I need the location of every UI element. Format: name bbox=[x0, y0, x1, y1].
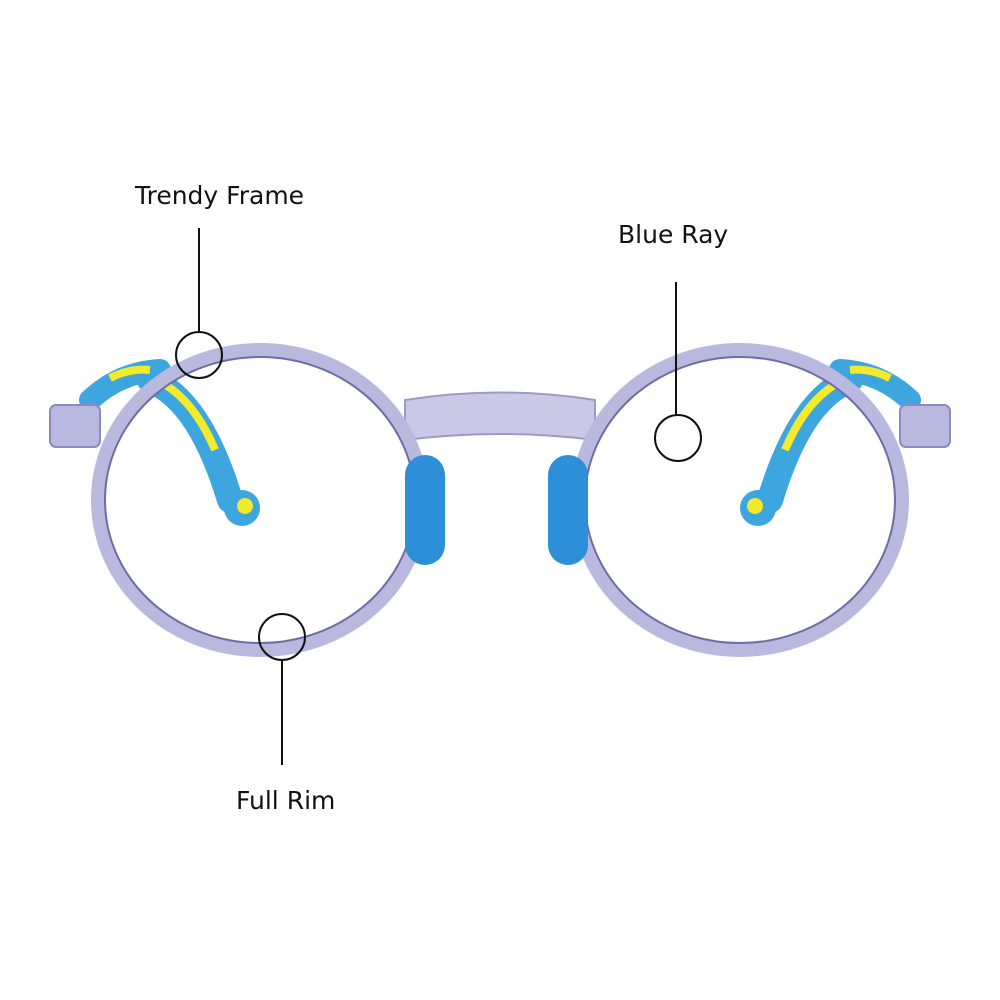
trendy-frame-marker bbox=[175, 331, 223, 379]
right-lens bbox=[584, 356, 896, 644]
right-nose-pad bbox=[548, 455, 588, 565]
left-lens-rim bbox=[91, 343, 429, 657]
right-lens-rim bbox=[571, 343, 909, 657]
right-hinge bbox=[899, 404, 951, 448]
left-hinge bbox=[49, 404, 101, 448]
left-nose-pad bbox=[405, 455, 445, 565]
callout-full-rim: Full Rim bbox=[236, 786, 336, 815]
callout-blue-ray: Blue Ray bbox=[618, 220, 729, 249]
left-lens bbox=[104, 356, 416, 644]
blue-ray-marker bbox=[654, 414, 702, 462]
bridge bbox=[404, 391, 596, 442]
callout-trendy-frame: Trendy Frame bbox=[135, 181, 305, 210]
